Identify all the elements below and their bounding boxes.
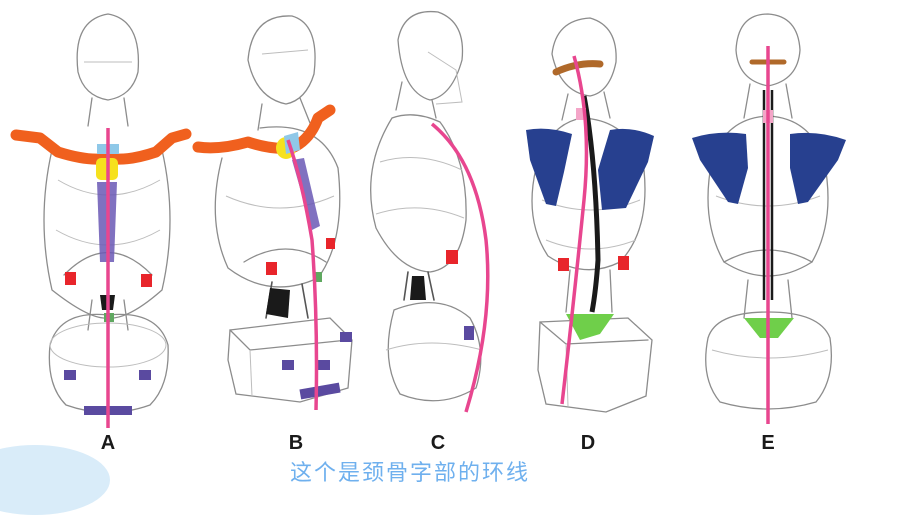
figure-d-back-three-quarter-view <box>526 17 654 413</box>
torso-diagram <box>10 10 846 428</box>
video-subtitle: 这个是颈骨字部的环线 <box>290 461 531 486</box>
figure-label-b: B <box>288 432 304 454</box>
figure-label-e: E <box>761 432 775 454</box>
figure-label-a: A <box>100 432 116 454</box>
figure-label-d: D <box>580 432 596 454</box>
figure-e-back-view <box>692 13 846 424</box>
figure-a-front-view <box>10 13 192 428</box>
figure-label-c: C <box>430 432 446 454</box>
figure-c-side-view <box>370 10 490 413</box>
figure-b-three-quarter-view <box>192 15 353 411</box>
